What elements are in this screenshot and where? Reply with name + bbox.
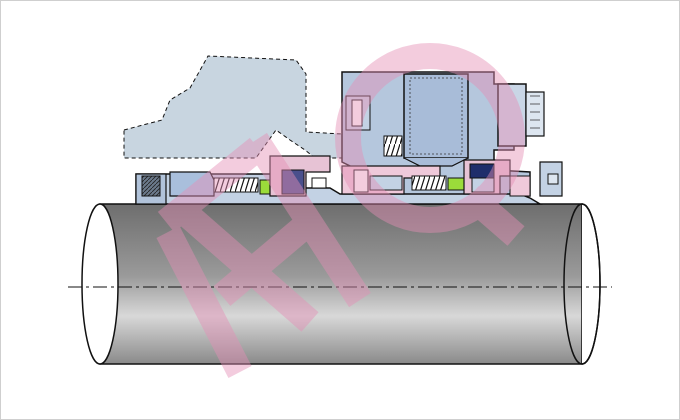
- seal-face-left: [269, 155, 331, 197]
- o-ring-right: [447, 177, 465, 191]
- watermark-hq: [156, 43, 525, 378]
- pump-housing: [123, 55, 343, 159]
- rotating-spring-left: [213, 177, 259, 193]
- rotating-spring-right: [411, 175, 447, 191]
- set-screw: [141, 175, 161, 197]
- gland-bolt-nut: [403, 73, 545, 167]
- shaft: [81, 203, 601, 365]
- seal-face-right: [463, 159, 563, 197]
- stationary-seat: [341, 165, 441, 195]
- watermark-label: HQ: [0, 0, 2, 1]
